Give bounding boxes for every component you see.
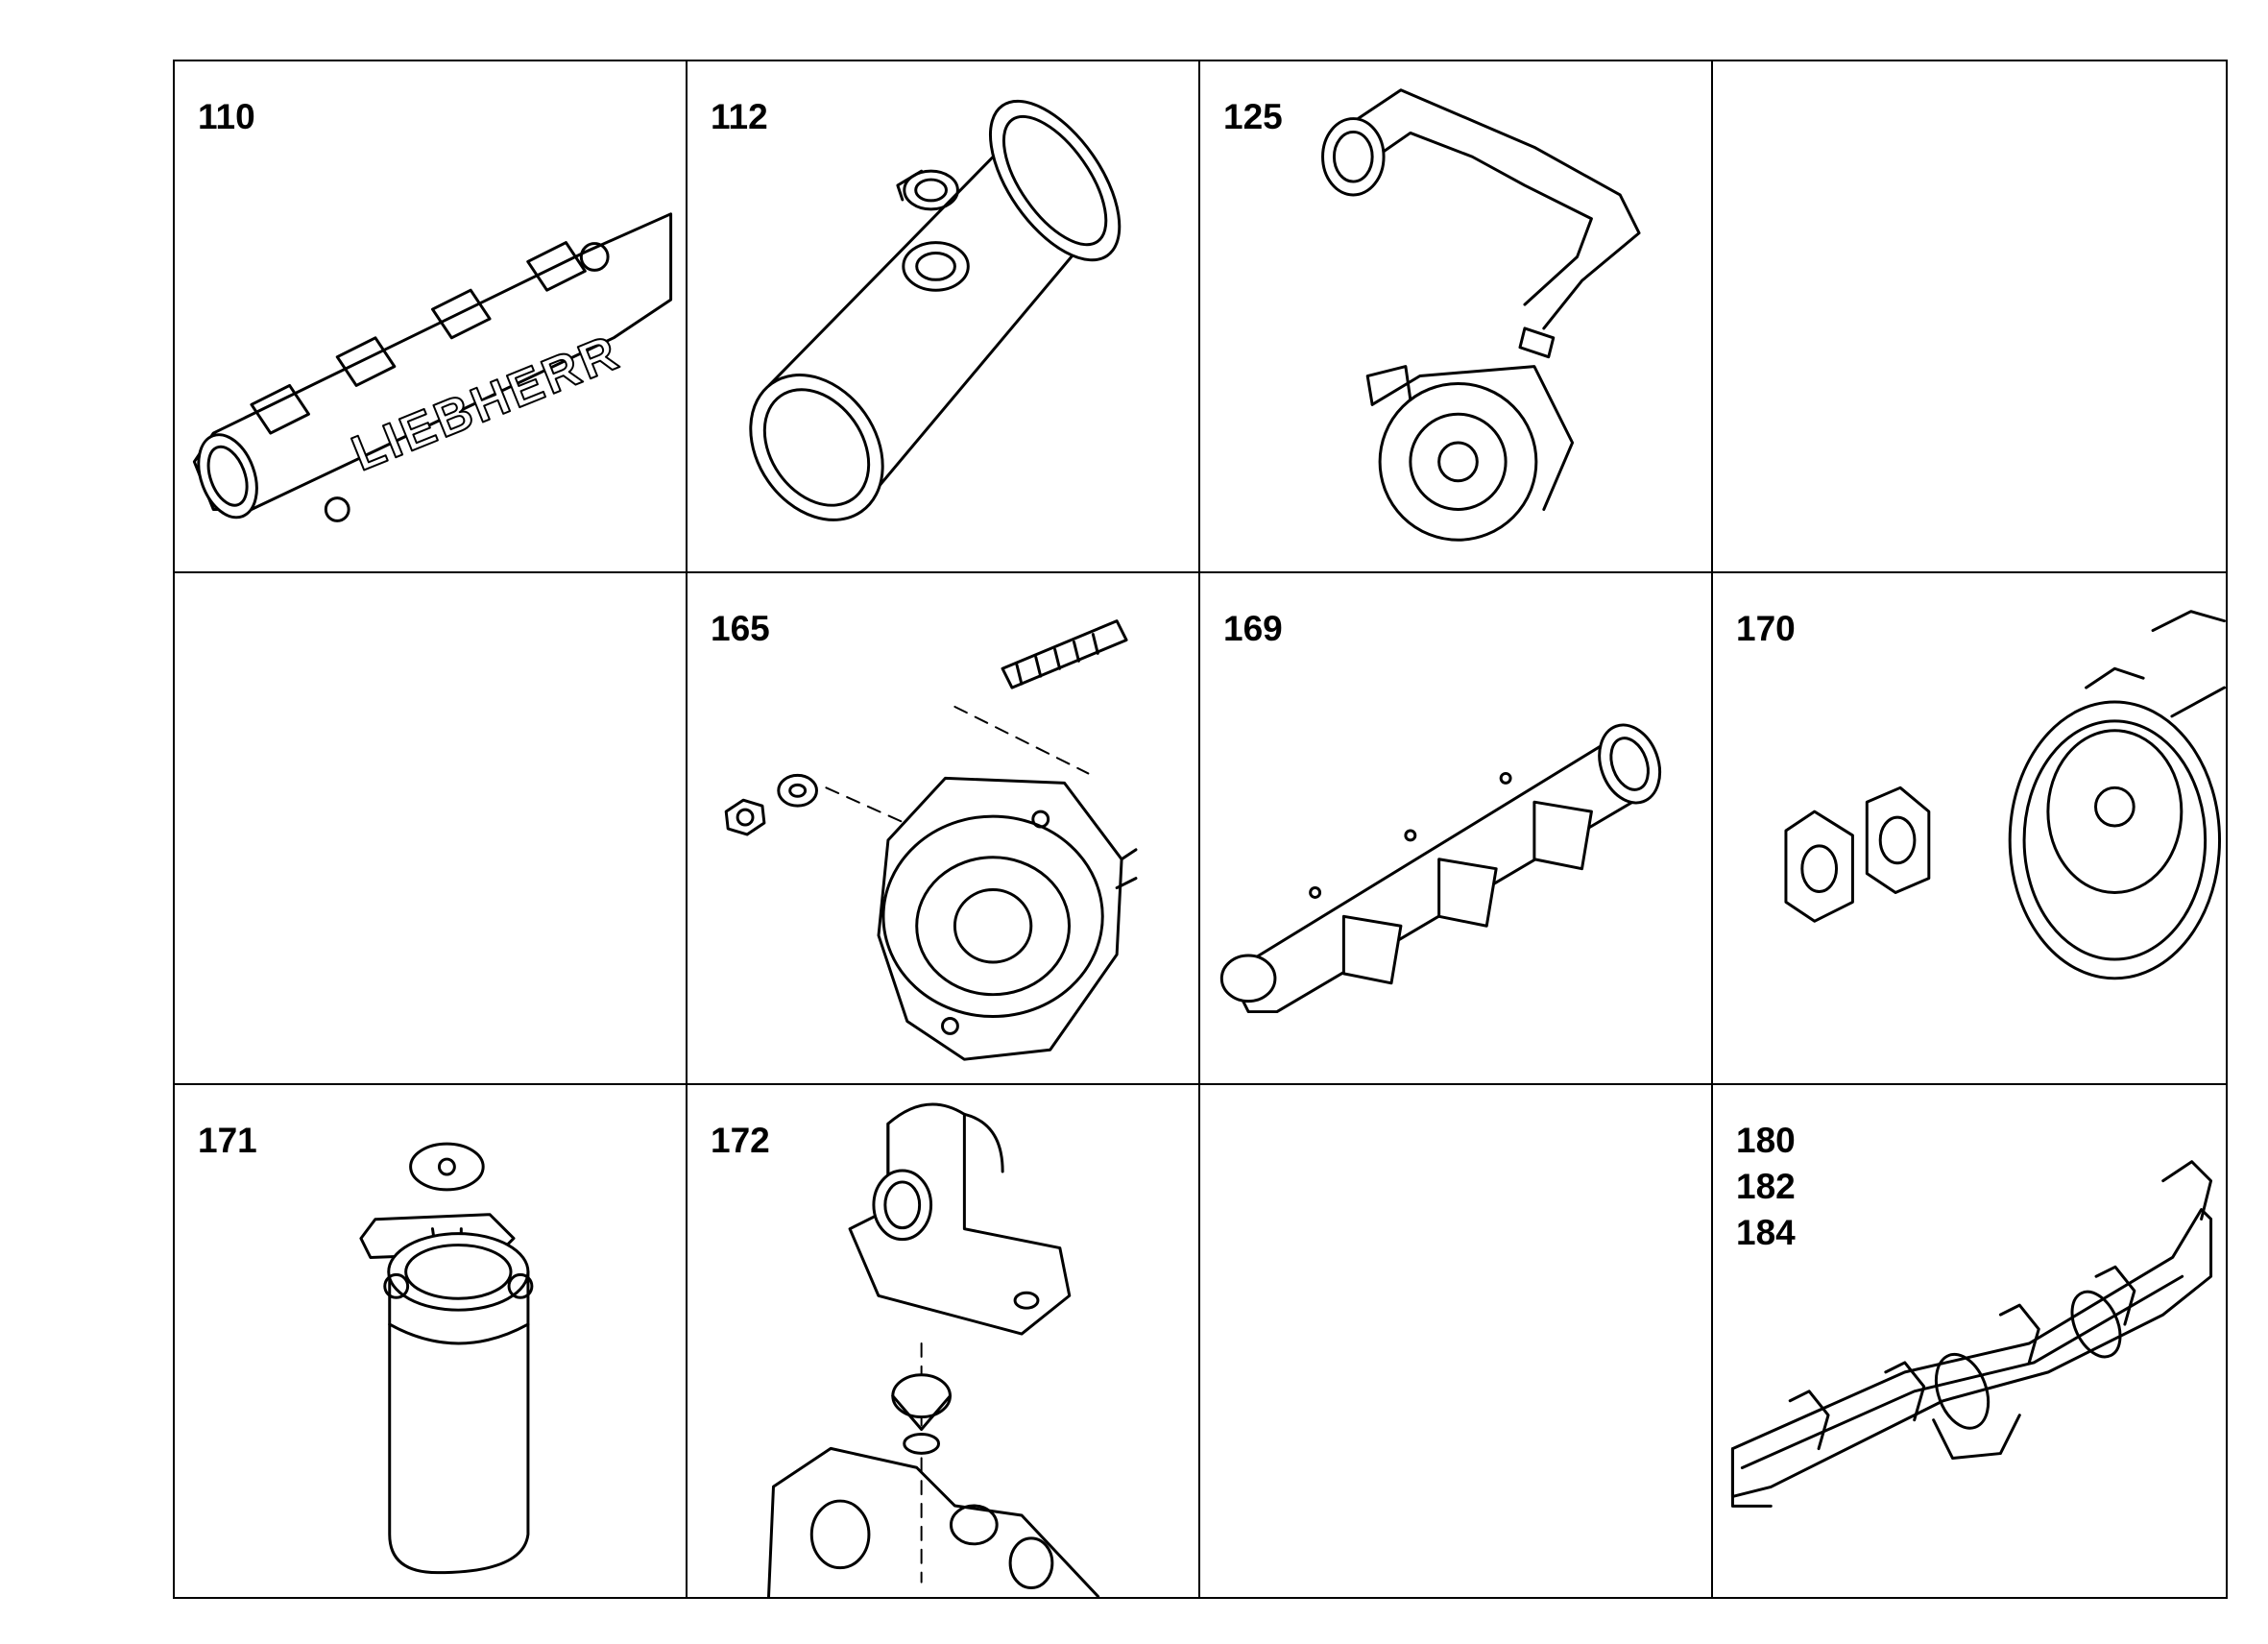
filter-canister-drawing bbox=[359, 1142, 534, 1575]
intake-manifold-drawing bbox=[1219, 723, 1662, 1014]
cell-171: 171 bbox=[175, 1085, 688, 1597]
cell-165: 165 bbox=[688, 573, 1200, 1085]
part-number-label: 125 bbox=[1223, 97, 1283, 136]
cell-empty-r2c1 bbox=[175, 573, 688, 1085]
manifold-drawing: LIEBHERR bbox=[192, 212, 673, 522]
pipe-housing-drawing bbox=[749, 99, 1122, 521]
thermostat-housing-drawing bbox=[767, 1102, 1100, 1597]
part-number-label: 171 bbox=[198, 1121, 257, 1160]
cell-170: 170 bbox=[1713, 573, 2226, 1085]
part-number-label: 172 bbox=[711, 1121, 770, 1160]
cell-empty-r1c4 bbox=[1713, 61, 2226, 573]
cell-172: 172 bbox=[688, 1085, 1200, 1597]
part-number-label: 169 bbox=[1223, 609, 1283, 648]
flywheel-housing-drawing bbox=[1784, 610, 2226, 980]
cell-110: 110 LIEBHERR bbox=[175, 61, 688, 573]
brand-text: LIEBHERR bbox=[344, 323, 628, 480]
parts-diagram-sheet: 110 LIEBHERR 112 12 bbox=[173, 60, 2228, 1599]
cover-drawing bbox=[724, 619, 1138, 1061]
cell-empty-r3c3 bbox=[1200, 1085, 1713, 1597]
cell-112: 112 bbox=[688, 61, 1200, 573]
part-number-label: 170 bbox=[1736, 609, 1796, 648]
part-number-label: 112 bbox=[711, 97, 768, 136]
exhaust-manifold-drawing bbox=[1730, 1160, 2213, 1508]
cell-125: 125 bbox=[1200, 61, 1713, 573]
cell-169: 169 bbox=[1200, 573, 1713, 1085]
part-number-label: 110 bbox=[198, 97, 255, 136]
part-number-label: 165 bbox=[711, 609, 770, 648]
turbocharger-drawing bbox=[1321, 88, 1641, 542]
